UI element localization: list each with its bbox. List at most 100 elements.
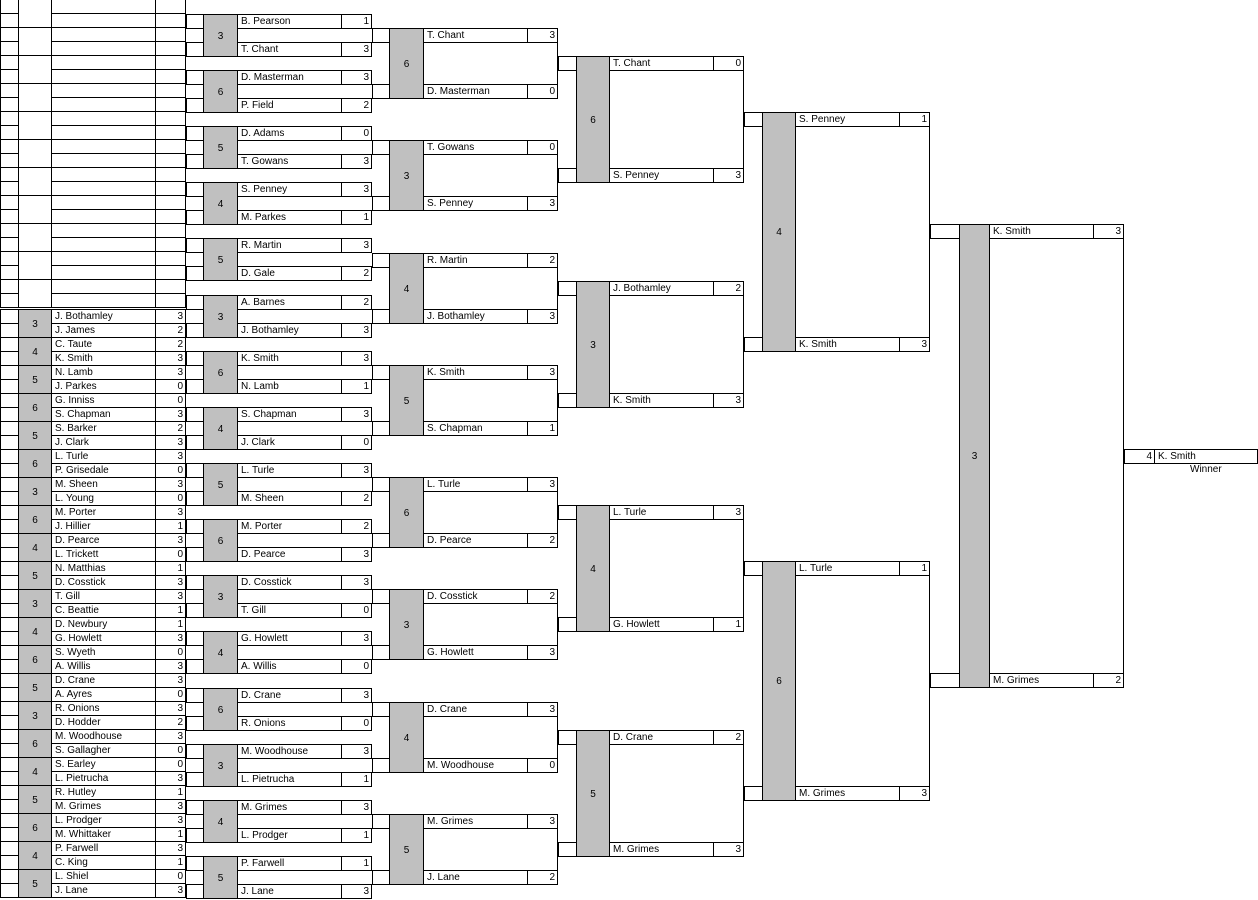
empty-cell — [0, 83, 19, 98]
r5-entry-name: M. Grimes — [795, 786, 900, 801]
connector-line — [237, 814, 372, 815]
r1-entry-score: 0 — [155, 743, 186, 758]
r1-set-block: 3 — [18, 477, 52, 506]
r3-entry-score: 3 — [527, 702, 558, 717]
r4-entry-score: 3 — [713, 842, 744, 857]
r1-entry-score: 2 — [155, 715, 186, 730]
r1-entry-score: 3 — [155, 771, 186, 786]
r3-entry-name: G. Howlett — [423, 645, 528, 660]
r4-entry-name: L. Turle — [609, 505, 714, 520]
r4-entry-name: S. Penney — [609, 168, 714, 183]
connector-line — [743, 295, 744, 393]
r2-entry-score: 2 — [341, 266, 372, 281]
r2-entry-name: D. Masterman — [237, 70, 342, 85]
r1-entry-score: 0 — [155, 379, 186, 394]
r2-set-block: 5 — [203, 126, 238, 169]
r4-set-block: 5 — [576, 730, 610, 857]
r2-entry-score: 3 — [341, 800, 372, 815]
r1-entry-name: J. James — [51, 323, 156, 338]
r2-set-block: 3 — [203, 744, 238, 787]
r1-entry-name: J. Parkes — [51, 379, 156, 394]
empty-cell — [155, 209, 186, 224]
r1-set-block: 5 — [18, 561, 52, 590]
r1-entry-score: 2 — [155, 421, 186, 436]
r2-entry-score: 3 — [341, 323, 372, 338]
r3-entry-name: K. Smith — [423, 365, 528, 380]
connector-line — [237, 477, 372, 478]
connector-line — [743, 744, 744, 842]
r2-entry-score: 3 — [341, 575, 372, 590]
empty-cell — [155, 55, 186, 70]
r1-entry-score: 0 — [155, 645, 186, 660]
r1-entry-name: P. Farwell — [51, 841, 156, 856]
r2-entry-name: T. Gowans — [237, 154, 342, 169]
r1-entry-score: 0 — [155, 757, 186, 772]
r1-entry-score: 3 — [155, 435, 186, 450]
r1-entry-score: 1 — [155, 617, 186, 632]
r3-entry-score: 3 — [527, 477, 558, 492]
r5-set-block: 6 — [762, 561, 796, 801]
r1-entry-score: 3 — [155, 477, 186, 492]
r5-entry-name: S. Penney — [795, 112, 900, 127]
r4-entry-score: 1 — [713, 617, 744, 632]
r3-entry-name: D. Masterman — [423, 84, 528, 99]
empty-block — [18, 139, 52, 168]
r3-set-block: 6 — [389, 28, 424, 99]
empty-cell — [0, 27, 19, 42]
connector-line — [557, 42, 558, 84]
r2-entry-name: M. Parkes — [237, 210, 342, 225]
empty-cell — [51, 181, 156, 196]
r2-entry-name: D. Cosstick — [237, 575, 342, 590]
r2-set-block: 3 — [203, 295, 238, 338]
r5-entry-score: 1 — [899, 112, 930, 127]
empty-cell — [155, 41, 186, 56]
r3-entry-score: 3 — [527, 196, 558, 211]
empty-cell — [51, 139, 156, 154]
r2-entry-name: D. Adams — [237, 126, 342, 141]
empty-cell — [0, 237, 19, 252]
r1-entry-score: 0 — [155, 687, 186, 702]
r2-entry-name: M. Sheen — [237, 491, 342, 506]
r1-entry-name: D. Newbury — [51, 617, 156, 632]
r2-set-block: 6 — [203, 688, 238, 731]
r2-entry-score: 3 — [341, 351, 372, 366]
empty-cell — [155, 0, 186, 14]
empty-cell — [155, 111, 186, 126]
empty-cell — [0, 195, 19, 210]
r1-entry-score: 3 — [155, 575, 186, 590]
r2-entry-name: T. Chant — [237, 42, 342, 57]
r2-entry-score: 0 — [341, 126, 372, 141]
r2-entry-name: J. Lane — [237, 884, 342, 899]
r2-entry-score: 3 — [341, 547, 372, 562]
r1-entry-name: S. Gallagher — [51, 743, 156, 758]
r4-entry-score: 0 — [713, 56, 744, 71]
connector-line — [557, 491, 558, 533]
r1-entry-name: N. Lamb — [51, 365, 156, 380]
r1-entry-score: 1 — [155, 855, 186, 870]
r2-set-block: 5 — [203, 463, 238, 506]
r2-entry-name: J. Clark — [237, 435, 342, 450]
r2-entry-score: 2 — [341, 519, 372, 534]
empty-cell — [155, 237, 186, 252]
r3-entry-score: 3 — [527, 309, 558, 324]
empty-block — [18, 0, 52, 28]
r1-entry-name: S. Barker — [51, 421, 156, 436]
r2-entry-score: 3 — [341, 238, 372, 253]
empty-cell — [51, 55, 156, 70]
connector-line — [237, 309, 372, 310]
r1-entry-score: 3 — [155, 729, 186, 744]
empty-cell — [51, 167, 156, 182]
r3-entry-name: L. Turle — [423, 477, 528, 492]
r2-entry-name: M. Woodhouse — [237, 744, 342, 759]
r2-set-block: 3 — [203, 575, 238, 618]
r1-entry-name: M. Grimes — [51, 799, 156, 814]
r1-set-block: 5 — [18, 365, 52, 394]
r2-entry-name: L. Turle — [237, 463, 342, 478]
r3-set-block: 6 — [389, 477, 424, 548]
empty-cell — [0, 125, 19, 140]
empty-block — [18, 111, 52, 140]
connector-line — [237, 84, 372, 85]
r2-entry-score: 0 — [341, 716, 372, 731]
r1-entry-name: C. Beattie — [51, 603, 156, 618]
empty-cell — [0, 41, 19, 56]
